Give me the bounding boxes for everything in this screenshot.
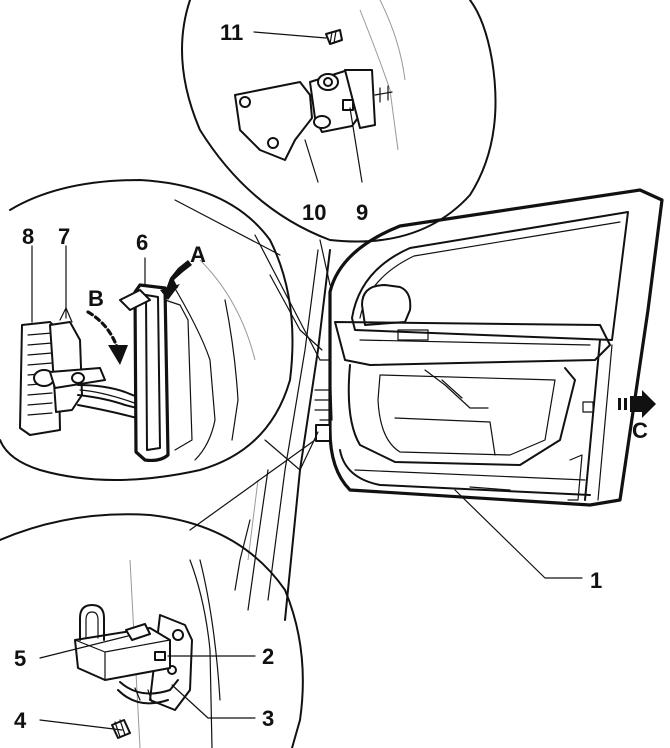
lower-hinge-detail [0,513,304,748]
bolt-5 [125,623,151,641]
callout-7: 7 [58,224,70,249]
callout-4: 4 [14,708,27,733]
hinge-bracket-10 [234,81,313,161]
door-trim-panel [334,321,611,366]
side-mirror [361,284,412,326]
callout-c: C [632,418,648,443]
callout-a: A [190,242,206,267]
callout-b: B [88,286,104,311]
window-opening [351,211,629,341]
callout-11: 11 [220,20,243,45]
connector-detail [0,179,294,481]
arrow-a [165,260,192,292]
callout-labels: 1 2 3 4 5 6 7 8 9 10 11 A B C [14,20,648,733]
callout-9: 9 [356,200,368,225]
arrow-c [618,390,656,418]
door-frame [328,188,664,507]
callout-3: 3 [262,706,274,731]
upper-hinge-detail [181,0,497,243]
callout-2: 2 [262,644,274,669]
callout-6: 6 [136,230,148,255]
callout-8: 8 [22,224,34,249]
door-assembly [234,188,664,621]
callout-10: 10 [302,200,326,225]
callout-1: 1 [590,568,602,593]
arrow-b [86,310,120,352]
callout-5: 5 [14,646,26,671]
door-seal-6 [133,283,170,463]
leader-lines [31,31,583,731]
